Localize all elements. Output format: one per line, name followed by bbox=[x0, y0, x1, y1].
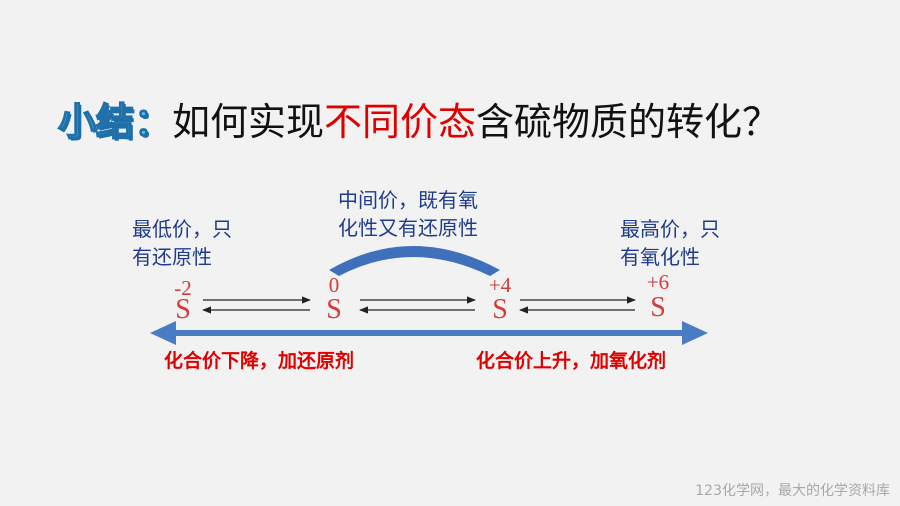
note-line: 最低价，只 bbox=[132, 217, 232, 241]
note-lowest-valence: 最低价，只 有还原性 bbox=[132, 215, 232, 271]
footer-watermark: 123化学网，最大的化学资料库 bbox=[695, 483, 890, 499]
rule-increase: 化合价上升，加氧化剂 bbox=[476, 350, 667, 372]
valence-label: +6 bbox=[646, 270, 670, 294]
middle-valence-arc bbox=[329, 246, 500, 276]
note-line: 有还原性 bbox=[132, 245, 212, 269]
sulfur-symbol: S bbox=[492, 294, 508, 325]
rule-decrease: 化合价下降，加还原剂 bbox=[164, 350, 355, 372]
valence-label: +4 bbox=[488, 273, 512, 297]
title-text-before: 如何实现 bbox=[172, 100, 325, 144]
sulfur-symbol: S bbox=[175, 294, 191, 325]
axis-left-arrowhead bbox=[150, 321, 176, 345]
valence-label: -2 bbox=[174, 276, 192, 300]
note-line: 最高价，只 bbox=[620, 217, 720, 241]
note-middle-valence: 中间价，既有氧 化性又有还原性 bbox=[338, 186, 478, 242]
note-line: 化性又有还原性 bbox=[338, 216, 478, 240]
title-highlight: 不同价态 bbox=[324, 100, 477, 144]
axis-right-arrowhead bbox=[682, 321, 708, 345]
sulfur-symbol: S bbox=[326, 294, 342, 325]
valence-label: 0 bbox=[328, 273, 340, 297]
summary-badge: 小结： bbox=[57, 99, 173, 145]
sulfur-symbol: S bbox=[650, 292, 666, 323]
title-text-after: 含硫物质的转化？ bbox=[476, 100, 781, 144]
slide-title: 小结：如何实现不同价态含硫物质的转化？ bbox=[57, 98, 781, 146]
note-line: 中间价，既有氧 bbox=[338, 188, 478, 212]
note-line: 有氧化性 bbox=[620, 245, 700, 269]
note-highest-valence: 最高价，只 有氧化性 bbox=[620, 215, 720, 271]
